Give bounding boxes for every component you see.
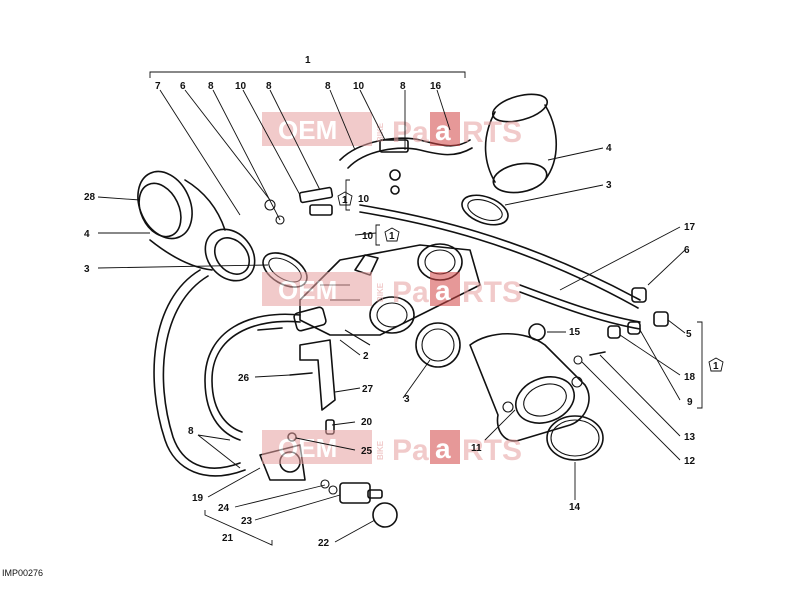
ref-symbol-1: 1 [337,191,353,206]
callout-8: 8 [400,81,406,92]
watermark-top: OEM BIKE Pa a RTS [262,112,522,149]
right-clamp-18 [607,325,621,339]
watermark-middle: OEM BIKE Pa a RTS [262,272,522,309]
washer-12 [573,355,583,365]
callout-10: 10 [235,81,247,92]
callout-27: 27 [362,384,374,395]
bracket-21 [204,510,273,546]
group-brackets [149,71,703,546]
callout-5: 5 [686,329,692,340]
callout-8: 8 [266,81,272,92]
callout-14: 14 [569,502,581,513]
watermark-oem-text: OEM [278,433,337,463]
ref-symbol-label: 1 [713,361,719,372]
watermark-rts-text: RTS [462,276,522,309]
callout-10: 10 [362,231,374,242]
hose-clamp-center [415,322,461,368]
callout-labels: 1 7 6 8 10 8 8 10 8 16 28 4 3 10 10 4 3 … [84,55,696,549]
right-clamp-9 [627,321,641,335]
bracket-10-mid [345,179,350,211]
callout-8: 8 [325,81,331,92]
bracket-right [697,321,703,409]
callout-26: 26 [238,373,250,384]
callout-13: 13 [684,432,696,443]
watermark-oem-text: OEM [278,275,337,305]
callout-3: 3 [84,264,90,275]
callout-2: 2 [363,351,369,362]
watermark-a-text: a [435,433,451,464]
callout-8: 8 [188,426,194,437]
callout-10: 10 [353,81,365,92]
callout-4: 4 [84,229,90,240]
intake-manifold [469,332,590,442]
watermark-rts-text: RTS [462,116,522,149]
callout-1: 1 [305,55,311,66]
o-ring [546,415,604,461]
right-clamp-5 [653,311,669,327]
ref-symbol-label: 1 [342,195,348,206]
diagram-code: IMP00276 [2,568,44,578]
callout-16: 16 [430,81,442,92]
left-return-hose [153,269,246,477]
leader-lines [97,89,686,543]
callout-12: 12 [684,456,696,467]
bracket-1 [149,71,466,78]
callout-17: 17 [684,222,696,233]
left-intake-duct [137,170,256,282]
callout-20: 20 [361,417,373,428]
callout-28: 28 [84,192,96,203]
callout-25: 25 [361,446,373,457]
bolt-26 [289,372,313,376]
watermark-bike-text: BIKE [376,440,385,460]
callout-11: 11 [471,443,482,454]
right-hose-fitting [631,287,647,303]
watermark-bike-text: BIKE [376,282,385,302]
ref-symbol-3: 1 [708,357,724,372]
watermark-a-text: a [435,275,451,306]
watermark-bike-text: BIKE [376,122,385,142]
watermark: OEM BIKE Pa a RTS OEM BIKE Pa a RTS OEM … [262,112,522,467]
callout-7: 7 [155,81,161,92]
watermark-oem-text: OEM [278,115,337,145]
callout-23: 23 [241,516,253,527]
callout-8: 8 [208,81,214,92]
watermark-bottom: OEM BIKE Pa a RTS [262,430,522,467]
upper-hose-assembly [264,137,473,225]
ref-symbol-2: 1 [384,227,400,242]
callout-18: 18 [684,372,696,383]
callout-21: 21 [222,533,234,544]
callout-22: 22 [318,538,330,549]
bolt-13 [589,351,606,356]
nut-15 [528,323,546,341]
bracket [299,339,336,411]
callout-6: 6 [684,245,690,256]
watermark-rts-text: RTS [462,434,522,467]
callout-19: 19 [192,493,204,504]
bolt [257,327,283,331]
watermark-pa-text: Pa [392,434,429,467]
callout-15: 15 [569,327,581,338]
callout-3: 3 [404,394,410,405]
bracket-10-low [375,224,380,246]
watermark-pa-text: Pa [392,116,429,149]
right-intake-duct [461,93,558,226]
callout-6: 6 [180,81,186,92]
watermark-pa-text: Pa [392,276,429,309]
watermark-a-text: a [435,115,451,146]
callout-10: 10 [358,194,370,205]
callout-3: 3 [606,180,612,191]
callout-24: 24 [218,503,230,514]
callout-4: 4 [606,143,612,154]
ref-symbol-label: 1 [389,231,395,242]
callout-9: 9 [687,397,693,408]
parts-artwork [137,93,669,528]
